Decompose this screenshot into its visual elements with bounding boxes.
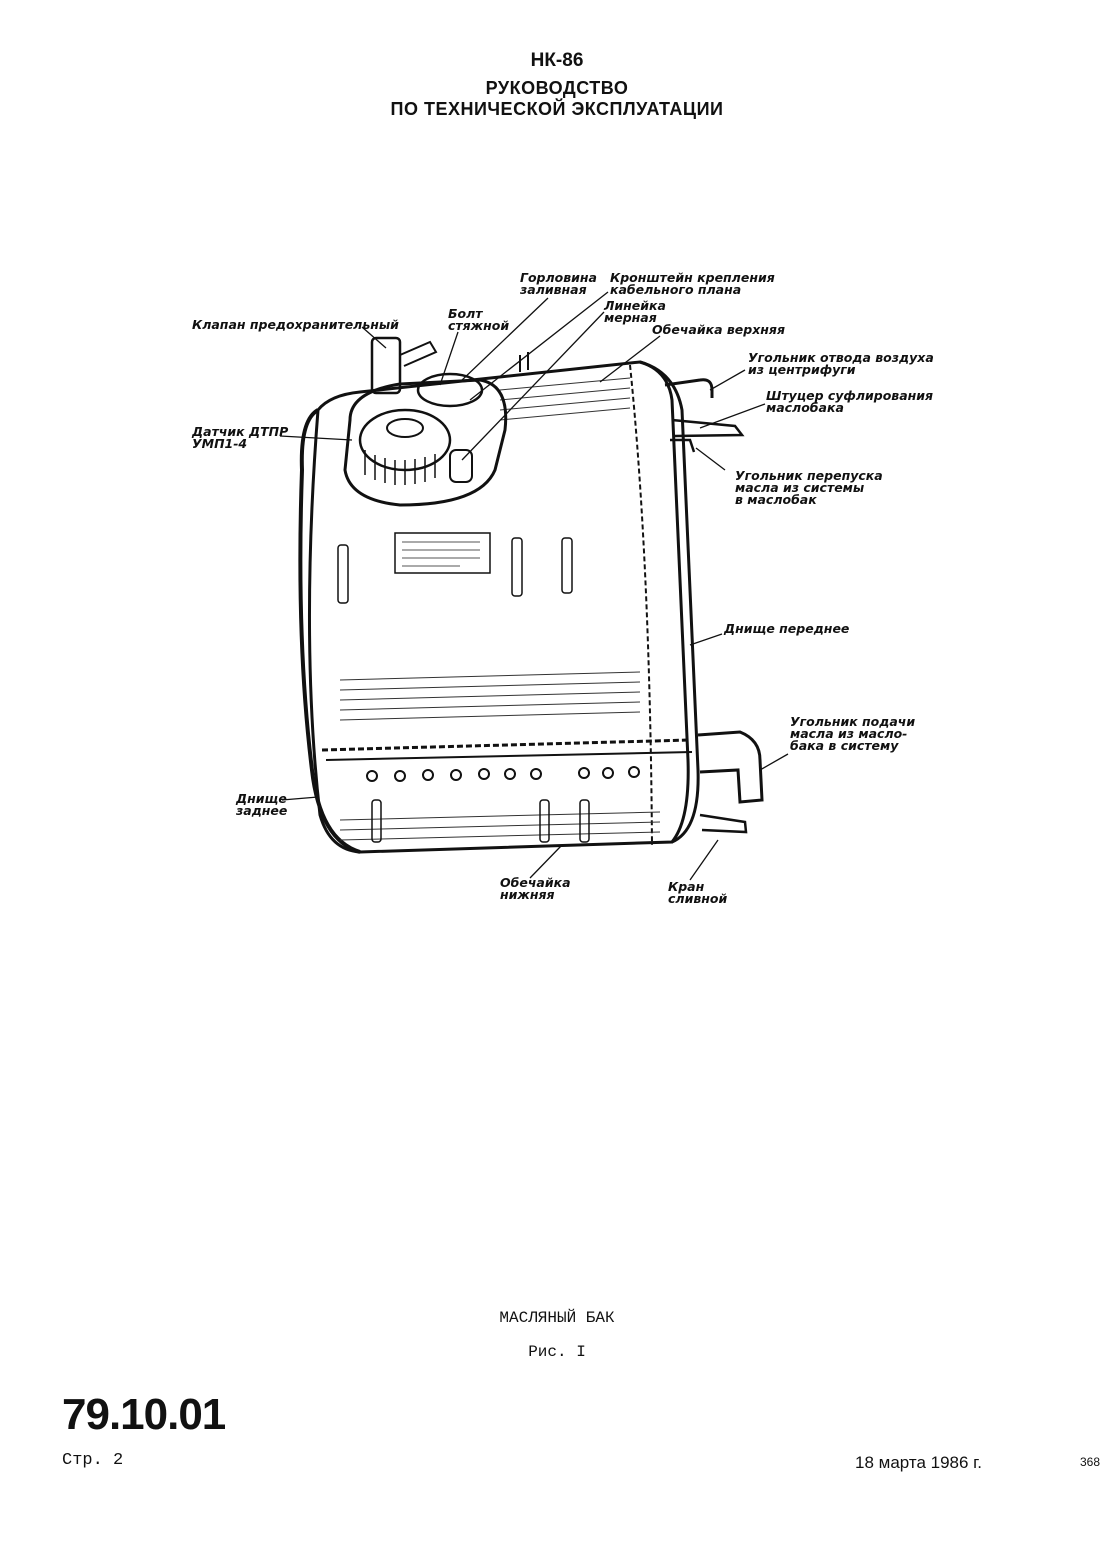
top-hatch-recess — [343, 378, 508, 507]
label-sensor: Датчик ДТПР УМП1-4 — [192, 424, 289, 451]
label-supply-elbow-line-2: масла из масло- — [790, 726, 908, 741]
label-drain-cock: Кран сливной — [668, 879, 728, 906]
tank-front-face — [307, 360, 690, 854]
label-rear-head-line-1: Днище — [236, 791, 287, 806]
label-bracket-line-2: кабельного плана — [610, 282, 742, 297]
bypass-elbow — [670, 438, 696, 453]
rivet-row — [366, 766, 640, 782]
label-rear-head-line-2: заднее — [236, 803, 288, 818]
tank-illustration — [298, 336, 764, 854]
label-filler-neck: Горловина заливная — [520, 270, 597, 297]
label-air-vent-elbow-line-1: Угольник отвода воздуха — [748, 350, 934, 365]
nameplate — [394, 532, 491, 574]
document-title-line-1: РУКОВОДСТВО — [485, 78, 629, 98]
label-bypass-elbow-line-1: Угольник перепуска — [735, 468, 883, 483]
label-tie-bolt: Болт стяжной — [448, 306, 510, 333]
label-air-vent-elbow-line-2: из центрифуги — [748, 362, 856, 377]
label-bypass-elbow: Угольник перепуска масла из системы в ма… — [735, 468, 883, 507]
label-front-head: Днище переднее — [724, 621, 850, 636]
label-air-vent-elbow: Угольник отвода воздуха из центрифуги — [748, 350, 934, 377]
document-number: 79.10.01 — [62, 1390, 226, 1439]
label-relief-valve: Клапан предохранительный — [192, 317, 399, 332]
dipstick-port — [449, 449, 473, 483]
filler-neck — [416, 372, 484, 408]
label-breather-fitting-line-2: маслобака — [766, 400, 844, 415]
body-hatching — [339, 377, 661, 841]
label-breather-fitting-line-1: Штуцер суфлирования — [766, 388, 934, 403]
label-lower-shell: Обечайка нижняя — [500, 875, 571, 902]
label-bypass-elbow-line-3: в маслобак — [735, 492, 817, 507]
label-sensor-line-1: Датчик ДТПР — [192, 424, 289, 439]
nameplate-lines — [402, 541, 480, 567]
figure-caption-title: МАСЛЯНЫЙ БАК — [499, 1309, 615, 1327]
label-supply-elbow-line-1: Угольник подачи — [790, 714, 916, 729]
label-breather-fitting: Штуцер суфлирования маслобака — [766, 388, 934, 415]
sheet-number: 368 — [1080, 1455, 1101, 1469]
label-lower-shell-line-2: нижняя — [500, 887, 555, 902]
figure-caption-number: Рис. I — [528, 1343, 586, 1361]
sensor-ribs — [364, 450, 436, 485]
front-weld-seam — [629, 364, 653, 846]
label-upper-shell: Обечайка верхняя — [652, 322, 785, 337]
label-lower-shell-line-1: Обечайка — [500, 875, 571, 890]
label-bracket: Кронштейн крепления кабельного плана — [610, 270, 775, 297]
relief-valve-body — [370, 336, 402, 395]
label-filler-neck-line-1: Горловина — [520, 270, 597, 285]
label-supply-elbow: Угольник подачи масла из масло- бака в с… — [790, 714, 916, 753]
page-number: Стр. 2 — [62, 1451, 124, 1470]
label-dipstick-line-1: Линейка — [604, 298, 666, 313]
breather-fitting — [671, 418, 745, 438]
tank-right-side — [639, 360, 700, 844]
document-model: НК-86 — [530, 50, 584, 71]
lower-weld-seam — [325, 751, 693, 761]
supply-elbow — [697, 730, 764, 804]
air-vent-elbow — [664, 378, 714, 398]
label-bracket-line-1: Кронштейн крепления — [610, 270, 775, 285]
upper-weld-seam — [321, 738, 691, 752]
label-dipstick-line-2: мерная — [604, 310, 657, 325]
label-bypass-elbow-line-2: масла из системы — [735, 480, 865, 495]
label-tie-bolt-line-1: Болт — [448, 306, 483, 321]
label-drain-cock-line-2: сливной — [668, 891, 728, 906]
relief-valve-pipe — [399, 340, 438, 367]
label-supply-elbow-line-3: бака в систему — [790, 738, 899, 753]
label-rear-head: Днище заднее — [236, 791, 288, 818]
label-dipstick: Линейка мерная — [604, 298, 666, 325]
label-drain-cock-line-1: Кран — [668, 879, 705, 894]
leader-lines — [279, 291, 789, 881]
label-sensor-line-2: УМП1-4 — [192, 436, 248, 451]
label-tie-bolt-line-2: стяжной — [448, 318, 510, 333]
label-filler-neck-line-2: заливная — [520, 282, 587, 297]
tank-rear-rim — [298, 408, 361, 854]
strap-slots — [337, 537, 590, 843]
sensor-cap — [386, 418, 424, 438]
revision-date: 18 марта 1986 г. — [855, 1453, 983, 1472]
drain-cock — [699, 813, 748, 834]
document-title-line-2: ПО ТЕХНИЧЕСКОЙ ЭКСПЛУАТАЦИИ — [390, 99, 724, 119]
